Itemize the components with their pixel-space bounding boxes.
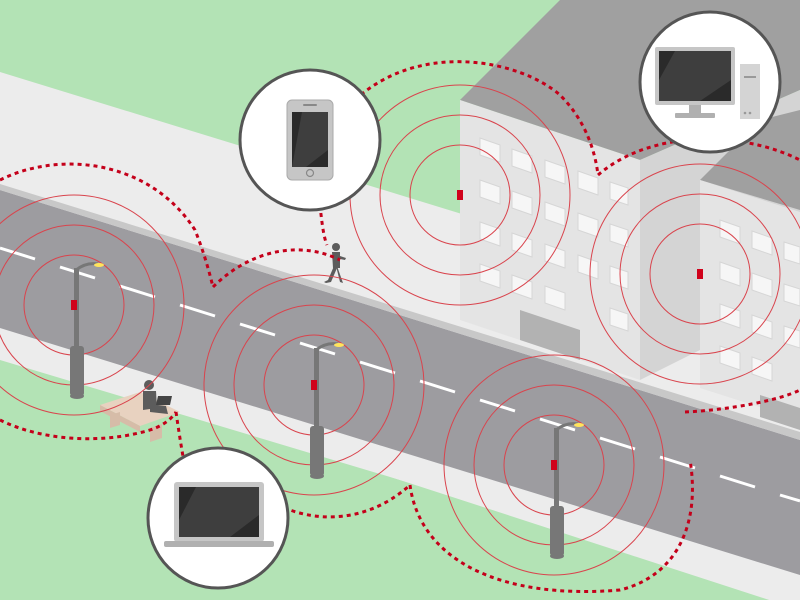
link-lamp-2-bottom: [269, 483, 412, 519]
building-entrance: [760, 395, 800, 430]
building-front-wall: [460, 100, 640, 380]
building-windows: [479, 137, 629, 332]
smartphone-icon: [286, 99, 334, 181]
wireless-node-icon: [551, 460, 557, 470]
road-curb: [0, 184, 800, 440]
building-windows: [719, 219, 800, 382]
wireless-link-paths: [0, 60, 800, 593]
link-lamp-1-range: [0, 162, 215, 288]
link-lamp-3-range: [408, 459, 694, 593]
link-lamp-2-range: [211, 248, 341, 289]
wireless-node-icon: [71, 300, 77, 310]
sidewalk-lower: [0, 330, 800, 600]
smartphone-callout: [238, 68, 382, 212]
wireless-node-icon: [697, 269, 703, 279]
desktop-computer-icon: [655, 47, 760, 119]
link-lamp-1-bench: [0, 411, 178, 441]
link-building-2-bottom: [684, 388, 800, 414]
link-building-1-range: [353, 60, 600, 176]
rings-building-2: [589, 163, 800, 385]
laptop-callout: [146, 446, 290, 590]
wireless-node-icon: [311, 380, 317, 390]
link-phone: [318, 204, 329, 246]
person-sitting-icon: [143, 380, 172, 414]
laptop-icon: [164, 482, 274, 547]
building-entrance: [520, 310, 580, 360]
wireless-nodes: [71, 190, 703, 470]
desktop-callout: [638, 10, 782, 154]
wireless-node-icon: [457, 190, 463, 200]
road: [0, 190, 800, 575]
signal-rings: [0, 84, 800, 576]
building-roof: [700, 110, 800, 210]
bench-icon: [100, 392, 180, 442]
